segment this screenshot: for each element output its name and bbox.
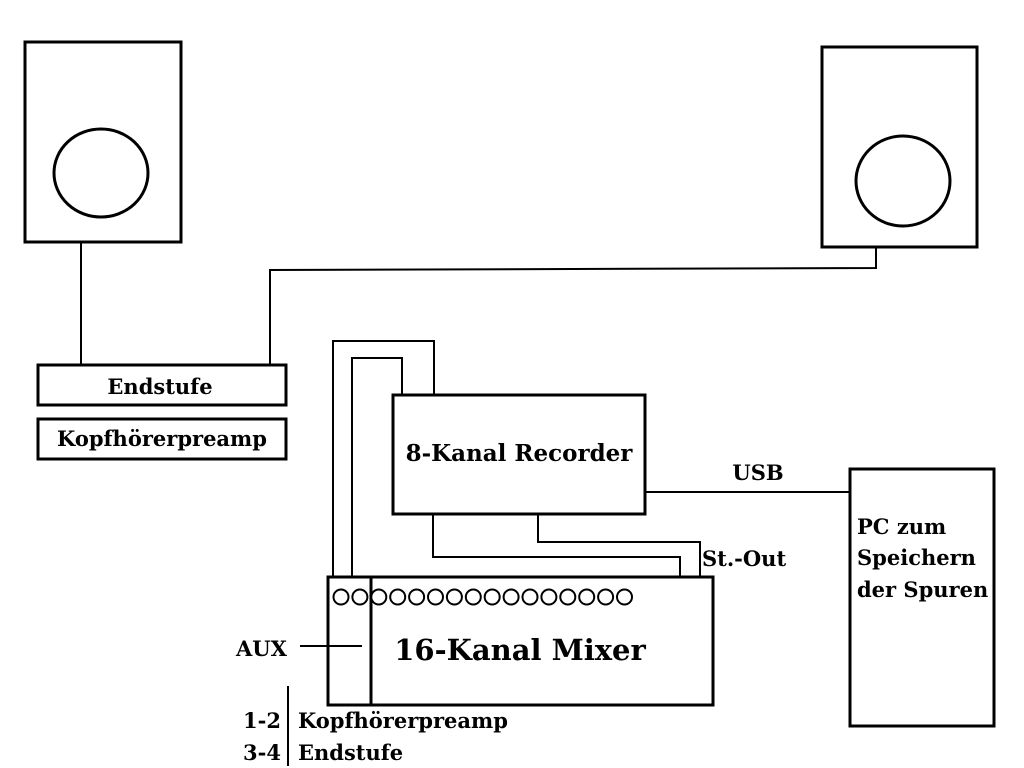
mixer-channel-knob xyxy=(616,588,633,606)
mixer-channel-knob xyxy=(427,588,444,606)
recorder-to-mixer-cable-2 xyxy=(537,514,701,577)
mixer-label: 16-Kanal Mixer xyxy=(394,633,646,667)
mixer-channel-knob xyxy=(389,588,407,606)
mixer-channel-knob xyxy=(351,588,369,606)
aux-legend-target-2: Endstufe xyxy=(298,740,403,765)
mixer-channel-knob xyxy=(502,588,520,606)
pc: PC zum Speichern der Spuren xyxy=(848,467,996,728)
mixer-channel-knob xyxy=(540,588,558,606)
aux-cable-inner xyxy=(351,357,403,577)
mixer-channel-knobs xyxy=(332,588,633,606)
mixer-channel-knob xyxy=(483,588,501,606)
mixer-channel-knob xyxy=(521,588,539,606)
mixer-aux-section xyxy=(326,575,373,707)
left-speaker xyxy=(23,40,183,244)
pc-label-line-3: der Spuren xyxy=(857,577,988,602)
amplifier-label: Endstufe xyxy=(107,374,212,399)
aux-legend-target-1: Kopfhörerpreamp xyxy=(298,708,508,733)
mixer-channel-knob xyxy=(332,588,350,606)
right-speaker-cone xyxy=(854,134,952,228)
left-speaker-cone xyxy=(52,127,150,219)
mixer: 16-Kanal Mixer xyxy=(326,575,715,707)
aux-label: AUX xyxy=(235,636,288,661)
stereo-out-label: St.-Out xyxy=(702,546,786,571)
aux-legend-channels-1: 1-2 xyxy=(243,708,281,733)
aux-legend-channels-2: 3-4 xyxy=(243,740,281,765)
right-speaker xyxy=(820,45,979,249)
pc-label-line-1: PC zum xyxy=(857,514,946,539)
right-speaker-cable xyxy=(269,247,877,365)
recorder-to-mixer-cable-1 xyxy=(432,514,681,577)
mixer-channel-knob xyxy=(597,588,615,606)
headphone-preamp-label: Kopfhörerpreamp xyxy=(57,426,267,451)
pc-label-line-2: Speichern xyxy=(857,545,976,570)
recorder: 8-Kanal Recorder xyxy=(391,393,647,516)
mixer-channel-knob xyxy=(559,588,577,606)
mixer-channel-knob xyxy=(578,588,596,606)
usb-label: USB xyxy=(732,460,783,485)
mixer-channel-knob xyxy=(408,588,426,606)
recorder-label: 8-Kanal Recorder xyxy=(406,440,634,467)
mixer-channel-knob xyxy=(445,588,463,606)
headphone-preamp: Kopfhörerpreamp xyxy=(36,417,288,461)
mixer-channel-knob xyxy=(464,588,482,606)
mixer-channel-knob xyxy=(370,588,388,606)
amplifier: Endstufe xyxy=(36,363,288,407)
aux-cable-outer xyxy=(332,340,435,577)
